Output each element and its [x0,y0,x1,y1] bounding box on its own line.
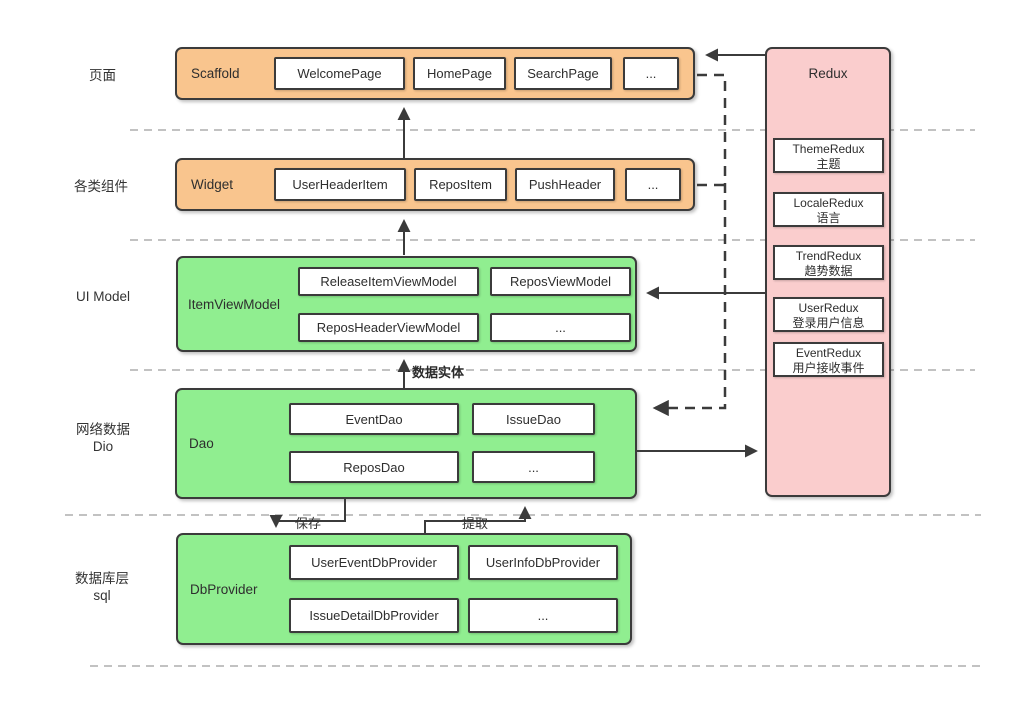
node-more-daos: ... [472,451,595,483]
node-locale-redux: LocaleRedux 语言 [773,192,884,227]
layer-label-network: 网络数据 Dio [53,421,153,455]
widget-container: Widget UserHeaderItem ReposItem PushHead… [175,158,695,211]
dao-container: Dao EventDao IssueDao ReposDao ... [175,388,637,499]
layer-label-text: 页面 [89,68,116,83]
redux-item-desc: 主题 [816,157,841,171]
redux-item-name: EventRedux [795,346,862,360]
edge-label-text: 数据实体 [412,365,465,380]
node-user-redux: UserRedux 登录用户信息 [773,297,884,332]
item-view-model-label: ItemViewModel [188,296,281,312]
node-repos-dao: ReposDao [289,451,459,483]
scaffold-items: WelcomePage HomePage SearchPage ... [274,57,679,90]
node-issue-detail-db-provider: IssueDetailDbProvider [289,598,459,633]
node-theme-redux: ThemeRedux 主题 [773,138,884,173]
node-home-page: HomePage [413,57,506,90]
item-view-model-container: ItemViewModel ReleaseItemViewModel Repos… [176,256,637,352]
redux-item-name: UserRedux [798,301,859,315]
db-provider-container: DbProvider UserEventDbProvider UserInfoD… [176,533,632,645]
dao-label: Dao [189,436,214,451]
node-repos-view-model: ReposViewModel [490,267,631,296]
redux-item-desc: 登录用户信息 [792,316,865,330]
node-push-header: PushHeader [515,168,615,201]
edge-label-save: 保存 [295,513,321,532]
layer-label-text: 各类组件 [74,179,128,194]
item-view-model-items: ReleaseItemViewModel ReposViewModel Repo… [178,258,635,350]
node-user-event-db-provider: UserEventDbProvider [289,545,459,580]
db-provider-items: UserEventDbProvider UserInfoDbProvider I… [178,535,630,643]
node-more-pages: ... [623,57,679,90]
redux-item-name: ThemeRedux [792,142,865,156]
node-more-widgets: ... [625,168,681,201]
redux-item-name: LocaleRedux [793,196,864,210]
node-repos-item: ReposItem [414,168,507,201]
layer-label-text: Dio [92,439,114,454]
edge-label-text: 提取 [462,516,489,531]
node-trend-redux: TrendRedux 趋势数据 [773,245,884,280]
node-user-header-item: UserHeaderItem [274,168,406,201]
widget-label: Widget [191,177,234,192]
layer-label-text: 数据库层 [75,571,129,586]
node-release-item-view-model: ReleaseItemViewModel [298,267,479,296]
layer-label-text: 网络数据 [76,422,130,437]
layer-label-text: sql [93,588,111,603]
node-more-db-providers: ... [468,598,618,633]
node-issue-dao: IssueDao [472,403,595,435]
scaffold-container: Scaffold WelcomePage HomePage SearchPage… [175,47,695,100]
node-user-info-db-provider: UserInfoDbProvider [468,545,618,580]
redux-item-desc: 趋势数据 [804,264,853,278]
db-provider-label: DbProvider [190,581,258,597]
dao-items: EventDao IssueDao ReposDao ... [177,390,635,497]
node-repos-header-view-model: ReposHeaderViewModel [298,313,479,342]
redux-item-name: TrendRedux [795,249,862,263]
node-more-view-models: ... [490,313,631,342]
redux-label: Redux [808,66,848,81]
edge-label-data-entity: 数据实体 [412,362,464,381]
scaffold-label: Scaffold [191,66,240,81]
layer-label-ui-model: UI Model [53,288,153,305]
node-event-redux: EventRedux 用户接收事件 [773,342,884,377]
dashed-arrow-pages-to-dao [652,73,727,417]
redux-item-desc: 用户接收事件 [792,361,865,375]
redux-container: Redux ThemeRedux 主题 LocaleRedux 语言 Trend… [765,47,891,497]
widget-items: UserHeaderItem ReposItem PushHeader ... [274,168,681,201]
node-welcome-page: WelcomePage [274,57,405,90]
node-search-page: SearchPage [514,57,612,90]
redux-item-desc: 语言 [816,211,841,225]
layer-label-database: 数据库层 sql [52,570,152,604]
layer-label-components: 各类组件 [45,178,157,195]
edge-label-text: 保存 [295,516,322,531]
layer-label-pages: 页面 [60,67,145,84]
node-event-dao: EventDao [289,403,459,435]
edge-label-extract: 提取 [462,513,488,532]
layer-label-text: UI Model [75,289,131,304]
